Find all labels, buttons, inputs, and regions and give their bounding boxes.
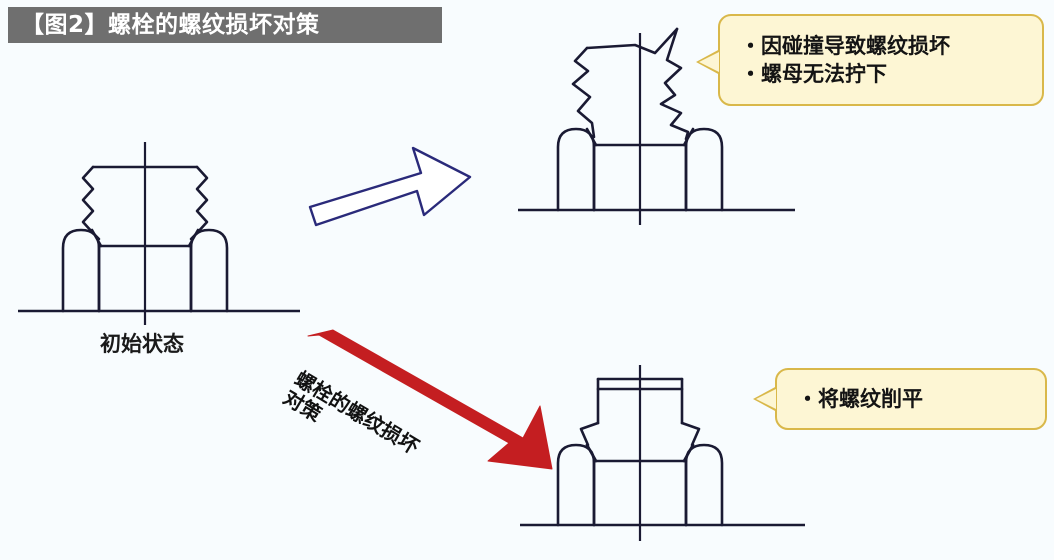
nut-left-segment <box>556 443 596 527</box>
nut-right-chamfer <box>682 127 695 147</box>
nut-left-chamfer <box>585 127 598 147</box>
nut-right-segment <box>684 443 724 527</box>
caption-initial-state: 初始状态 <box>100 332 184 356</box>
bolt-thread-left <box>81 165 101 241</box>
arrow-blue <box>308 146 472 227</box>
callout-damage: ・因碰撞导致螺纹损坏 ・螺母无法拧下 <box>696 14 1044 106</box>
callout-damage-line1: ・因碰撞导致螺纹损坏 <box>740 33 950 58</box>
callout-tail-icon <box>696 49 720 75</box>
nut-right-segment <box>684 127 724 212</box>
diagram-damaged-bolt <box>518 27 795 225</box>
callout-fix: ・将螺纹削平 <box>753 368 1047 430</box>
nut-right-segment <box>189 228 229 313</box>
callout-fix-line1: ・将螺纹削平 <box>797 386 923 411</box>
arrow-red <box>307 329 553 470</box>
diagram-repaired-bolt <box>520 365 805 541</box>
bolt-thread-right-damaged <box>659 27 690 141</box>
callout-tail-icon <box>753 386 777 412</box>
diagram-initial-state <box>18 142 300 325</box>
bolt-thread-right <box>189 165 209 241</box>
arrow-red-shape <box>307 329 553 470</box>
bolt-flare-right <box>680 421 701 463</box>
nut-left-segment <box>61 228 101 313</box>
arrow-blue-shape <box>308 146 472 227</box>
bolt-top-face-deformed <box>585 27 679 55</box>
figure-title-bar: 【图2】螺栓的螺纹损坏对策 <box>8 7 442 43</box>
callout-damage-line2: ・螺母无法拧下 <box>740 62 887 86</box>
bolt-thread-left-damaged <box>571 46 596 139</box>
nut-left-segment <box>556 127 596 212</box>
figure-title-text: 【图2】螺栓的螺纹损坏对策 <box>21 11 320 38</box>
bolt-flare-left <box>579 421 600 463</box>
